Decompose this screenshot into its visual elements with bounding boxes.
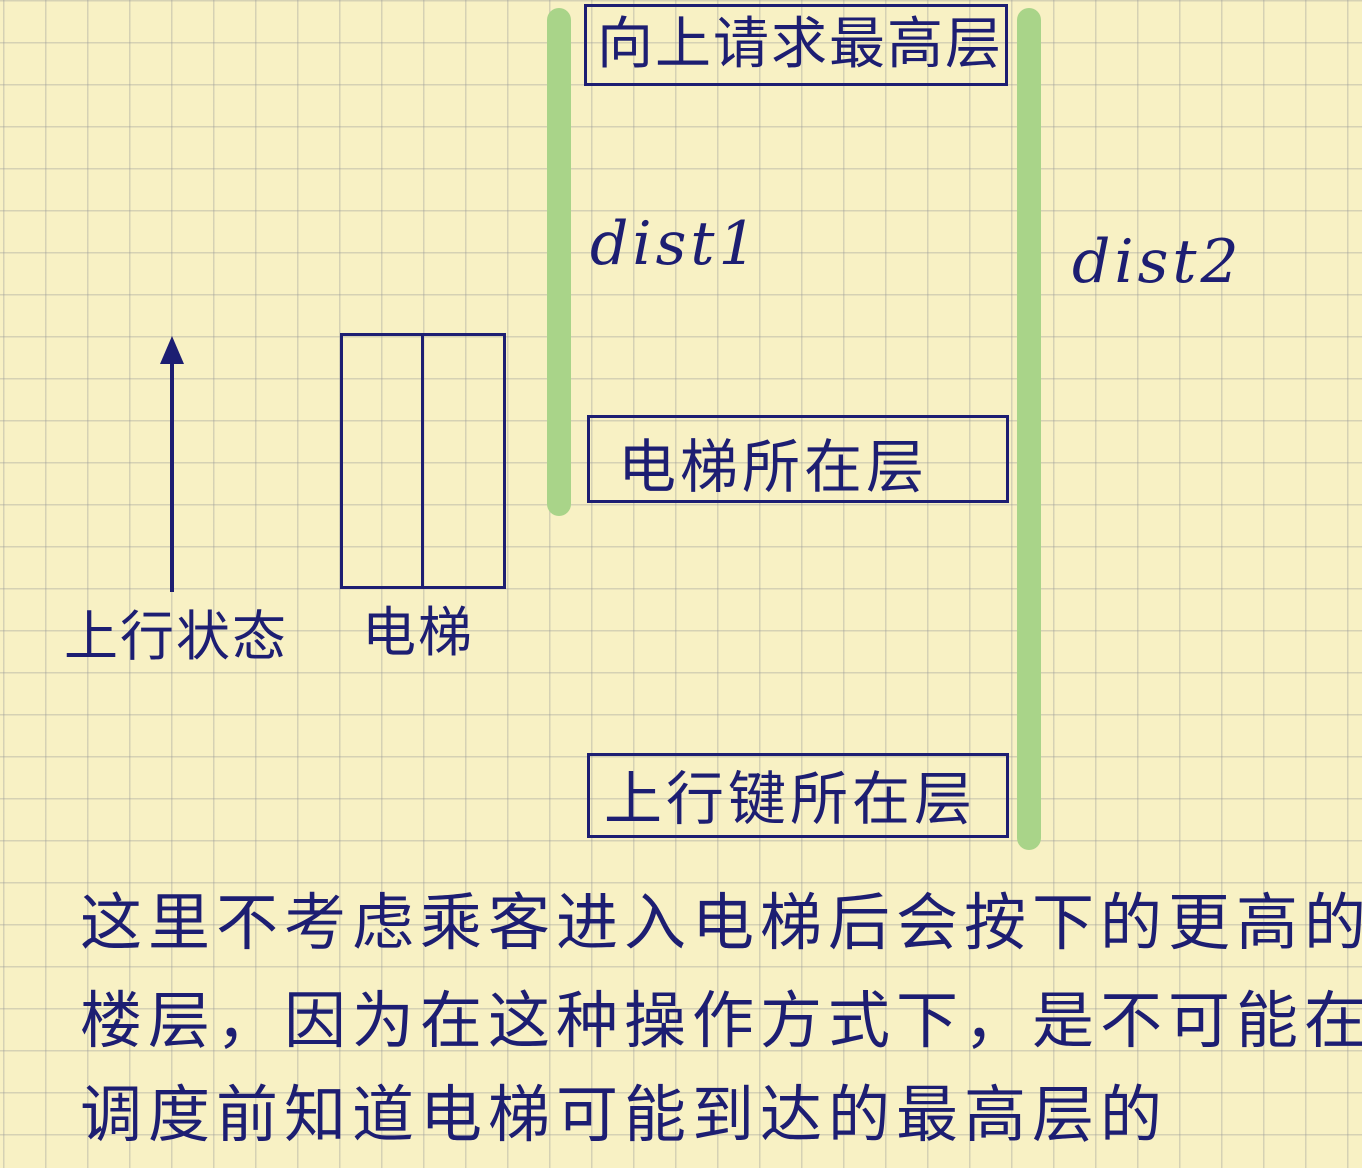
elevator-floor-box: 电梯所在层	[587, 415, 1009, 503]
dist2-highlight-bar	[1017, 8, 1041, 850]
dist1-label: dist1	[590, 209, 761, 279]
elevator-door-divider	[421, 336, 424, 586]
elevator-diagram	[340, 333, 506, 589]
up-button-floor-box: 上行键所在层	[587, 753, 1009, 838]
highest-up-request-floor-label: 向上请求最高层	[597, 12, 1003, 77]
up-arrow-icon	[160, 336, 184, 592]
up-button-floor-label: 上行键所在层	[604, 765, 977, 833]
note-line-3: 调度前知道电梯可能到达的最高层的	[80, 1078, 1169, 1151]
highest-up-request-floor-box: 向上请求最高层	[584, 4, 1008, 86]
dist2-label: dist2	[1072, 227, 1243, 297]
up-state-label: 上行状态	[64, 605, 288, 668]
elevator-floor-label: 电梯所在层	[618, 433, 929, 501]
note-line-2: 楼层，因为在这种操作方式下，是不可能在	[80, 984, 1362, 1057]
elevator-label: 电梯	[362, 601, 474, 664]
note-line-1: 这里不考虑乘客进入电梯后会按下的更高的	[80, 886, 1362, 959]
dist1-highlight-bar	[547, 8, 571, 516]
